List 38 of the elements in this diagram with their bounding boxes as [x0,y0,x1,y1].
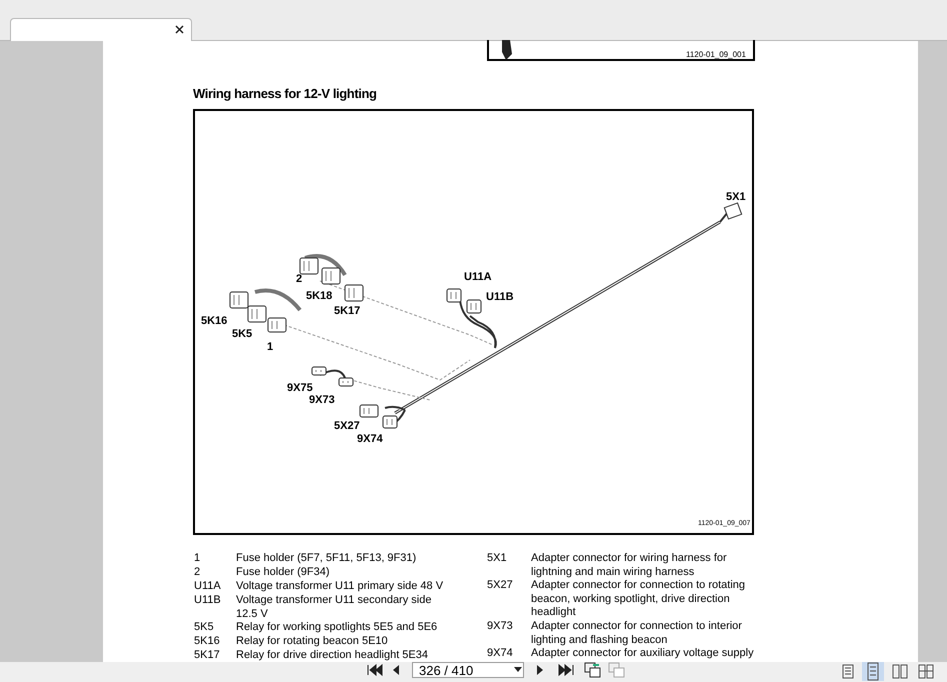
section-title: Wiring harness for 12-V lighting [193,86,377,101]
callout-label: 5K16 [201,315,228,327]
callout-label: 5X27 [334,420,360,432]
figure-code: 1120-01_09_001 [686,49,746,61]
part-description: Relay for rotating beacon 5E10 [236,635,389,648]
callout-label: 5X1 [726,191,746,203]
part-code: 5K5 [194,621,214,634]
part-description: Relay for drive direction headlight 5E34 [236,649,430,662]
callout-label: 9X75 [287,382,313,394]
part-code: 5X1 [487,552,507,566]
callout-label: 1 [267,341,274,353]
callout-label: 2 [296,273,302,285]
callout-label: 5K5 [232,328,252,340]
callout-label: U11A [464,271,492,283]
part-description: Adapter connector for connection to interior lighting and flashing beacon [531,620,743,647]
part-code: 5K17 [194,649,220,662]
callout-label: 9X73 [309,394,335,406]
part-description: Relay for working spotlights 5E5 and 5E6 [236,621,438,634]
part-description: Adapter connector for wiring harness for lightning and main wiring harness [531,552,728,579]
part-description: Adapter connector for auxiliary voltage supply [531,647,755,660]
part-code: 2 [194,566,200,580]
page-number-field: 326 / 410 [412,662,524,678]
part-description: Adapter connector for connection to rotating beacon, working spotlight, drive direction headlight [531,579,746,620]
part-code: 9X74 [487,647,513,660]
part-code: 9X73 [487,620,513,634]
part-code: U11B [194,594,221,608]
callout-label: 9X74 [357,433,383,445]
callout-label: 5K17 [334,305,360,317]
part-description: Voltage transformer U11 primary side 48 V [236,580,444,594]
callout-label: 5K18 [306,290,332,302]
part-description: Fuse holder (5F7, 5F11, 5F13, 9F31) [236,552,418,566]
part-code: 5K16 [194,635,220,648]
part-description: Voltage transformer U11 secondary side 12.5 V [236,594,432,621]
part-code: 1 [194,552,200,566]
part-code: 5X27 [487,579,513,592]
part-description: Fuse holder (9F34) [236,566,331,580]
part-code: U11A [194,580,221,594]
callout-label: U11B [486,291,514,303]
